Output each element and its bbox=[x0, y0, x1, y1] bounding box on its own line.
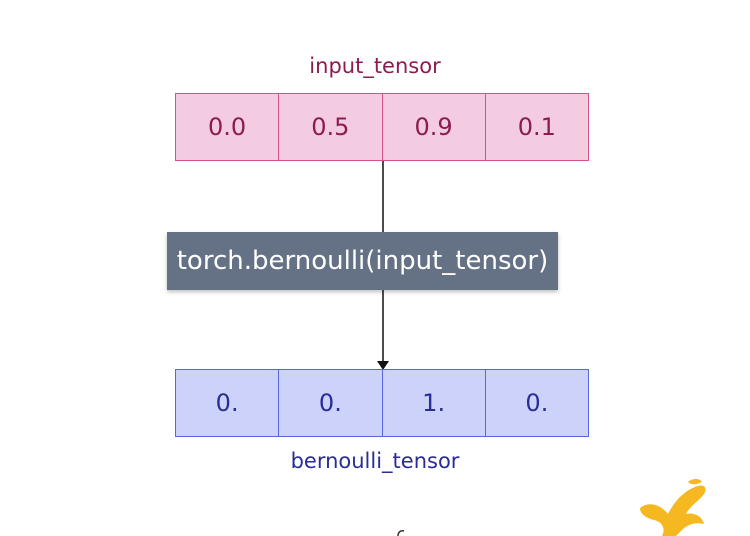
input-tensor-cell: 0.1 bbox=[484, 94, 588, 160]
stray-mark bbox=[397, 530, 405, 536]
input-tensor: 0.0 0.5 0.9 0.1 bbox=[175, 93, 589, 161]
output-tensor-cell: 0. bbox=[484, 370, 588, 436]
input-tensor-cell: 0.9 bbox=[381, 94, 485, 160]
output-tensor-cell: 1. bbox=[381, 370, 485, 436]
input-tensor-cell: 0.5 bbox=[278, 94, 381, 160]
input-tensor-label: input_tensor bbox=[309, 54, 441, 78]
output-tensor: 0. 0. 1. 0. bbox=[175, 369, 589, 437]
input-tensor-cell: 0.0 bbox=[208, 113, 247, 141]
output-tensor-cell: 0. bbox=[215, 389, 239, 417]
bird-logo-icon bbox=[640, 479, 706, 536]
operation-box: torch.bernoulli(input_tensor) bbox=[167, 232, 558, 290]
output-tensor-label: bernoulli_tensor bbox=[290, 449, 460, 473]
output-tensor-cell: 0. bbox=[278, 370, 381, 436]
